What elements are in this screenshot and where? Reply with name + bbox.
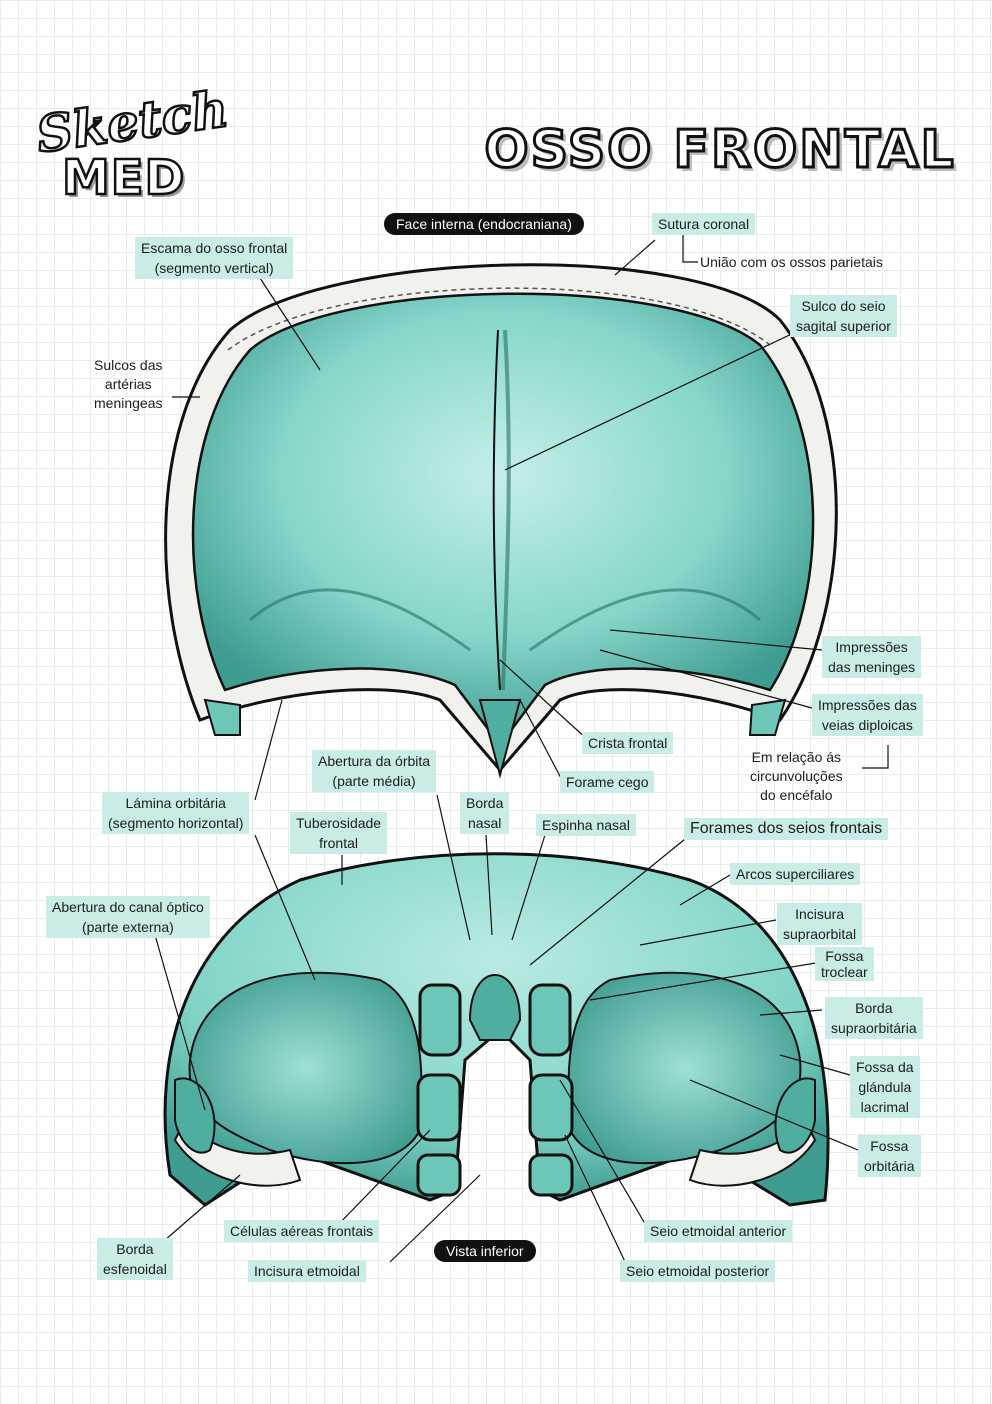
label-forames-seios: Forames dos seios frontais xyxy=(684,818,889,840)
inner-surface xyxy=(191,292,815,748)
label-borda-nasal: Borda nasal xyxy=(460,792,510,834)
label-impressoes-veias: Impressões das veias diploicas xyxy=(812,694,923,736)
label-fossa-glandula-line1: Fossa da xyxy=(856,1059,914,1075)
label-borda-supra-line1: Borda xyxy=(855,1000,893,1016)
label-fossa-orbitaria-line2: orbitária xyxy=(864,1158,915,1174)
right-zygomatic xyxy=(774,1077,816,1154)
label-borda-nasal-line2: nasal xyxy=(467,815,502,831)
cell-left-1 xyxy=(418,983,462,1057)
label-fossa-troclear-line1: Fossa xyxy=(825,948,864,964)
label-escama-line2: (segmento vertical) xyxy=(154,260,274,276)
coronal-suture-line xyxy=(227,287,771,351)
nasal-process xyxy=(468,974,522,1041)
label-tuberosidade: Tuberosidade frontal xyxy=(290,812,388,854)
right-process xyxy=(748,698,787,736)
label-abertura-orbita: Abertura da órbita (parte média) xyxy=(312,750,437,792)
inferior-view xyxy=(163,852,830,1207)
label-fossa-orbitaria-line1: Fossa xyxy=(870,1138,909,1154)
meningeal-groove-right xyxy=(529,588,761,652)
label-borda-supra-line2: supraorbitária xyxy=(831,1020,917,1036)
meningeal-groove-left xyxy=(249,588,471,652)
label-sulcos-arterias-line3: meningeas xyxy=(94,395,163,411)
label-abertura-orbita-line1: Abertura da órbita xyxy=(318,753,431,769)
label-sutura-coronal: Sutura coronal xyxy=(652,213,756,235)
label-lamina-orbitaria: Lámina orbitária (segmento horizontal) xyxy=(102,792,250,834)
label-relacao-line1: Em relação ás xyxy=(751,749,842,765)
label-lamina-line1: Lámina orbitária xyxy=(125,795,226,811)
label-relacao-circunvolucoes: Em relação ás circunvoluções do encéfalo xyxy=(750,748,843,805)
label-celulas-aereas: Células aéreas frontais xyxy=(224,1220,380,1242)
label-borda-esfenoidal-line1: Borda xyxy=(116,1241,154,1257)
sagittal-groove xyxy=(501,329,511,691)
label-fossa-troclear-line2: troclear xyxy=(821,964,868,980)
label-crista-frontal: Crista frontal xyxy=(582,732,674,754)
frontal-crest-line xyxy=(492,329,501,691)
label-seio-etmoidal-anterior: Seio etmoidal anterior xyxy=(644,1220,793,1242)
label-borda-supraorbitaria: Borda supraorbitária xyxy=(825,997,923,1039)
label-impressoes-veias-line1: Impressões das xyxy=(818,697,917,713)
label-tuberosidade-line2: frontal xyxy=(319,835,358,851)
cell-right-2 xyxy=(528,1073,574,1142)
page-title: OSSO FRONTAL xyxy=(483,119,956,182)
view-label-inferior: Vista inferior xyxy=(434,1240,536,1262)
endocranial-view xyxy=(164,263,838,779)
label-sulco-seio-line2: sagital superior xyxy=(796,318,891,334)
label-abertura-orbita-line2: (parte média) xyxy=(332,773,416,789)
label-abertura-canal-line1: Abertura do canal óptico xyxy=(52,899,204,915)
cell-right-3 xyxy=(528,1153,574,1197)
label-relacao-line3: do encéfalo xyxy=(760,787,833,803)
label-borda-esfenoidal: Borda esfenoidal xyxy=(97,1238,173,1280)
label-escama: Escama do osso frontal (segmento vertica… xyxy=(135,237,294,279)
left-zygomatic xyxy=(174,1077,216,1154)
label-forame-cego: Forame cego xyxy=(560,771,655,793)
label-tuberosidade-line1: Tuberosidade xyxy=(296,815,382,831)
label-impressoes-meninges-line2: das meninges xyxy=(828,659,916,675)
label-impressoes-veias-line2: veias diploicas xyxy=(821,717,913,733)
label-impressoes-meninges: Impressões das meninges xyxy=(822,636,922,678)
cell-right-1 xyxy=(528,983,572,1057)
label-incisura-etmoidal: Incisura etmoidal xyxy=(248,1260,366,1282)
label-incisura-supra-line1: Incisura xyxy=(795,906,845,922)
label-fossa-glandula-line2: glándula xyxy=(858,1079,912,1095)
label-fossa-troclear: Fossa troclear xyxy=(815,947,874,981)
label-sulcos-arterias-line2: artérias xyxy=(104,376,152,392)
label-incisura-supraorbital: Incisura supraorbital xyxy=(777,903,863,945)
label-fossa-glandula-lacrimal: Fossa da glándula lacrimal xyxy=(850,1056,920,1118)
label-lamina-line2: (segmento horizontal) xyxy=(108,815,244,831)
label-abertura-canal-line2: (parte externa) xyxy=(81,919,174,935)
nasal-spine-shape xyxy=(478,699,522,779)
left-process xyxy=(203,698,241,736)
label-borda-nasal-line1: Borda xyxy=(466,795,504,811)
label-sulcos-arterias: Sulcos das artérias meningeas xyxy=(94,356,163,413)
label-abertura-canal-optico: Abertura do canal óptico (parte externa) xyxy=(46,896,210,938)
label-fossa-orbitaria: Fossa orbitária xyxy=(858,1135,921,1177)
label-incisura-supra-line2: supraorbital xyxy=(783,926,857,942)
label-seio-etmoidal-posterior: Seio etmoidal posterior xyxy=(620,1260,776,1282)
label-borda-esfenoidal-line2: esfenoidal xyxy=(103,1261,167,1277)
label-escama-line1: Escama do osso frontal xyxy=(141,240,288,256)
label-uniao-parietais: União com os ossos parietais xyxy=(700,254,883,270)
label-relacao-line2: circunvoluções xyxy=(750,768,843,784)
view-label-internal: Face interna (endocraniana) xyxy=(384,213,584,235)
label-arcos-superciliares: Arcos superciliares xyxy=(730,863,861,885)
label-fossa-glandula-line3: lacrimal xyxy=(860,1099,909,1115)
label-espinha-nasal: Espinha nasal xyxy=(536,814,636,836)
cell-left-3 xyxy=(416,1153,462,1197)
label-sulco-seio: Sulco do seio sagital superior xyxy=(790,295,897,337)
cell-left-2 xyxy=(416,1073,462,1142)
label-sulco-seio-line1: Sulco do seio xyxy=(801,298,886,314)
leader-lines xyxy=(154,230,889,1269)
label-impressoes-meninges-line1: Impressões xyxy=(835,639,908,655)
logo-med: MED xyxy=(61,149,186,208)
label-sulcos-arterias-line1: Sulcos das xyxy=(94,357,163,373)
